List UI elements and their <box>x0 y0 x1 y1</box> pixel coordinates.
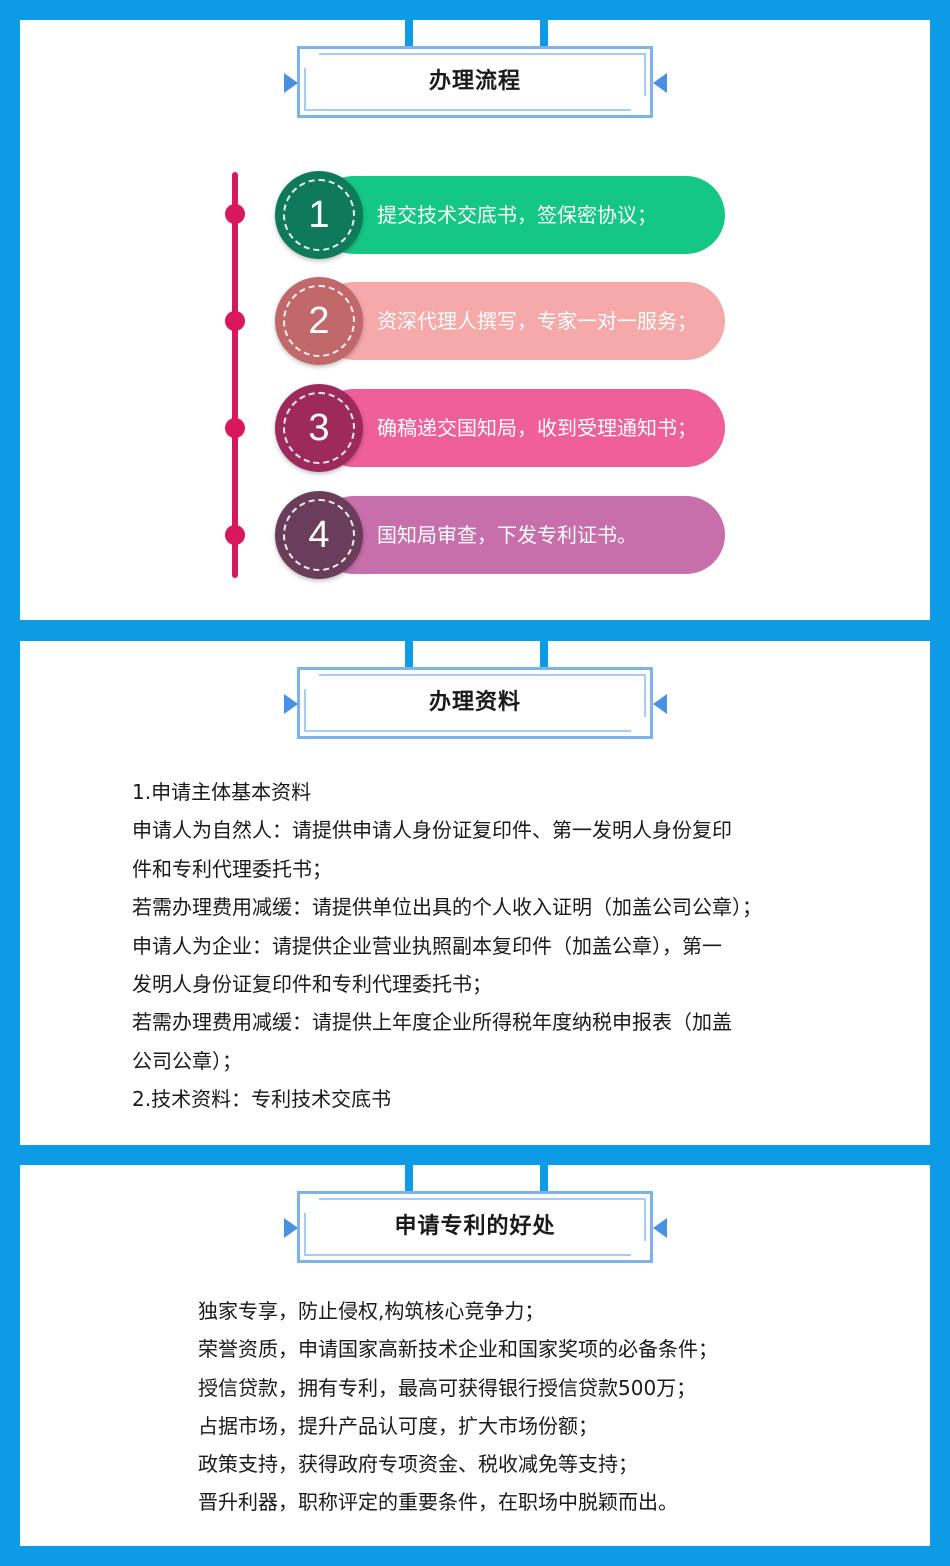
materials-line: 申请人为企业：请提供企业营业执照副本复印件（加盖公章），第一 <box>132 933 722 958</box>
step-pill <box>315 496 725 574</box>
process-step-1: 1 提交技术交底书，签保密协议； <box>275 171 725 259</box>
step-pill <box>315 176 725 254</box>
timeline-line <box>232 172 238 578</box>
materials-line: 若需办理费用减缓：请提供上年度企业所得税年度纳税申报表（加盖 <box>132 1010 732 1035</box>
benefits-header: 申请专利的好处 <box>20 1165 930 1295</box>
step-text: 提交技术交底书，签保密协议； <box>377 203 657 227</box>
header-frame <box>297 667 653 739</box>
step-pill <box>315 282 725 360</box>
triangle-right-icon <box>284 73 298 93</box>
process-header: 办理流程 <box>20 20 930 150</box>
materials-line: 件和专利代理委托书； <box>132 856 332 881</box>
materials-line: 申请人为自然人：请提供申请人身份证复印件、第一发明人身份复印 <box>132 818 732 843</box>
process-step-3: 3 确稿递交国知局，收到受理通知书； <box>275 384 725 472</box>
header-post-right <box>540 1165 548 1191</box>
process-step-2: 2 资深代理人撰写，专家一对一服务； <box>275 277 725 365</box>
header-post-right <box>540 641 548 667</box>
section-title: 申请专利的好处 <box>394 1214 556 1239</box>
timeline-dot <box>225 311 245 331</box>
materials-line: 公司公章）； <box>132 1048 242 1073</box>
header-post-left <box>405 641 413 667</box>
triangle-right-icon <box>284 694 298 714</box>
triangle-left-icon <box>653 694 667 714</box>
timeline-dot <box>225 204 245 224</box>
benefit-line: 荣誉资质，申请国家高新技术企业和国家奖项的必备条件； <box>198 1337 718 1362</box>
benefit-line: 政策支持，获得政府专项资金、税收减免等支持； <box>198 1452 638 1477</box>
header-post-left <box>405 20 413 46</box>
materials-line: 1.申请主体基本资料 <box>132 780 312 804</box>
header-frame <box>297 46 653 118</box>
materials-panel: 办理资料 1.申请主体基本资料 申请人为自然人：请提供申请人身份证复印件、第一发… <box>20 641 930 1145</box>
section-title: 办理资料 <box>428 690 521 715</box>
materials-line: 2.技术资料：专利技术交底书 <box>132 1087 392 1112</box>
step-number-badge: 2 <box>275 277 363 365</box>
dashed-ring <box>283 499 355 571</box>
step-number-badge: 4 <box>275 491 363 579</box>
section-title: 办理流程 <box>428 69 521 94</box>
materials-list: 1.申请主体基本资料 申请人为自然人：请提供申请人身份证复印件、第一发明人身份复… <box>132 773 762 1119</box>
benefit-line: 授信贷款，拥有专利，最高可获得银行授信贷款500万； <box>198 1375 697 1400</box>
process-panel: 办理流程 1 提交技术交底书，签保密协议； 2 资深代理人撰写，专家一对一服务；… <box>20 20 930 620</box>
benefits-list: 独家专享，防止侵权,构筑核心竞争力； 荣誉资质，申请国家高新技术企业和国家奖项的… <box>198 1292 718 1522</box>
dashed-ring <box>283 392 355 464</box>
step-number: 4 <box>308 514 330 556</box>
step-pill <box>315 389 725 467</box>
header-frame <box>297 1191 653 1263</box>
materials-line: 若需办理费用减缓：请提供单位出具的个人收入证明（加盖公司公章）； <box>132 895 762 920</box>
benefits-panel: 申请专利的好处 独家专享，防止侵权,构筑核心竞争力； 荣誉资质，申请国家高新技术… <box>20 1165 930 1546</box>
header-post-right <box>540 20 548 46</box>
step-number-badge: 3 <box>275 384 363 472</box>
step-text: 国知局审查，下发专利证书。 <box>377 523 637 547</box>
step-number: 3 <box>308 407 330 449</box>
materials-line: 发明人身份证复印件和专利代理委托书； <box>132 971 492 996</box>
header-post-left <box>405 1165 413 1191</box>
benefit-line: 占据市场，提升产品认可度，扩大市场份额； <box>198 1413 598 1438</box>
timeline-dot <box>225 525 245 545</box>
triangle-right-icon <box>284 1218 298 1238</box>
benefit-line: 独家专享，防止侵权,构筑核心竞争力； <box>198 1299 545 1323</box>
step-number-badge: 1 <box>275 171 363 259</box>
process-step-4: 4 国知局审查，下发专利证书。 <box>275 491 725 579</box>
triangle-left-icon <box>653 1218 667 1238</box>
materials-header: 办理资料 <box>20 641 930 771</box>
timeline-dot <box>225 418 245 438</box>
dashed-ring <box>283 179 355 251</box>
step-number: 2 <box>308 300 330 342</box>
header-inner-frame <box>304 674 646 732</box>
dashed-ring <box>283 285 355 357</box>
step-number: 1 <box>308 194 330 236</box>
header-inner-frame <box>304 53 646 111</box>
header-inner-frame <box>304 1198 646 1256</box>
step-text: 资深代理人撰写，专家一对一服务； <box>377 309 697 333</box>
triangle-left-icon <box>653 73 667 93</box>
benefit-line: 晋升利器，职称评定的重要条件，在职场中脱颖而出。 <box>198 1490 678 1515</box>
step-text: 确稿递交国知局，收到受理通知书； <box>377 416 697 440</box>
